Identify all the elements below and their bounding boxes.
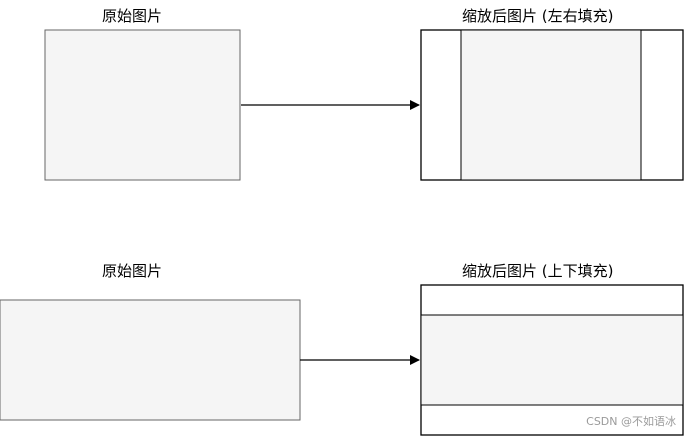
bottom-source-image [0, 299, 301, 421]
bottom-target-scaled-image [420, 314, 684, 406]
top-target-label: 缩放后图片 (左右填充) [462, 7, 614, 25]
bottom-source-label: 原始图片 [102, 262, 163, 280]
watermark-text: CSDN @不如语冰 [586, 415, 676, 428]
top-source-image [44, 29, 241, 181]
top-source-label: 原始图片 [102, 7, 163, 25]
bottom-target-label: 缩放后图片 (上下填充) [462, 262, 614, 280]
top-target-scaled-image [460, 29, 642, 181]
